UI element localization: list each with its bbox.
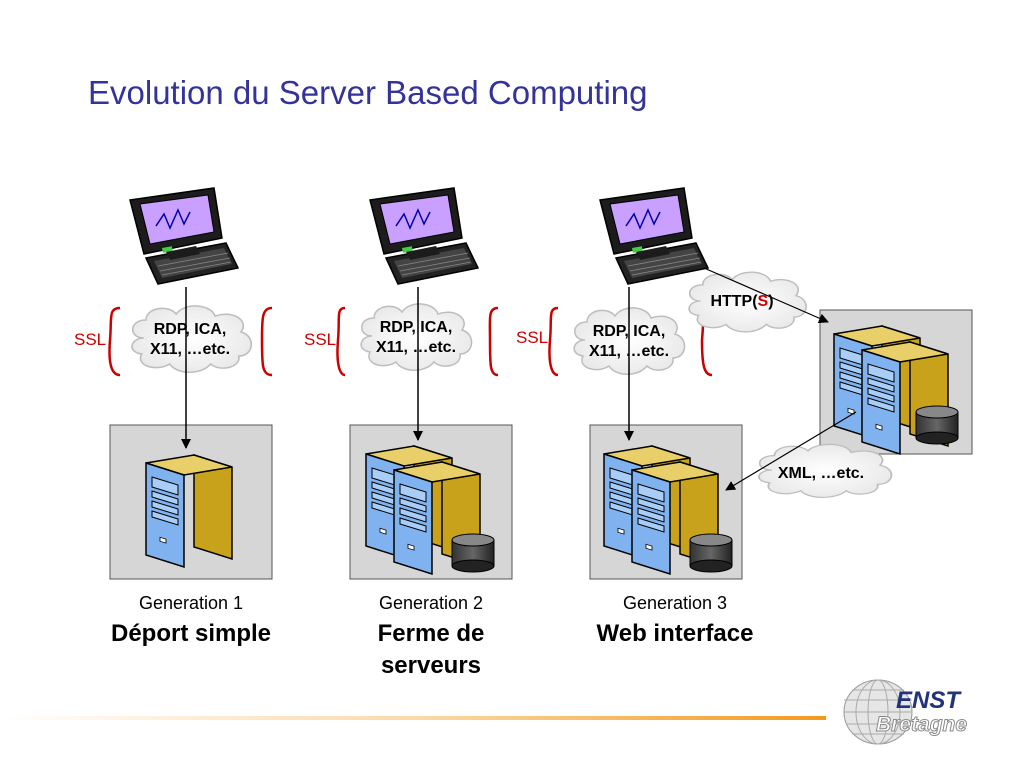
logo-bretagne: Bretagne: [875, 713, 968, 737]
gen3-name-line1: Web interface: [596, 620, 754, 647]
gen1-protocol-line2: X11, …etc.: [149, 341, 231, 358]
gen1-number-label: Generation 1: [138, 593, 244, 613]
gen3-protocol-line1: RDP, ICA,: [592, 323, 666, 340]
gen2-ssl-bracket-right: [488, 306, 499, 377]
gen3-group: [548, 187, 973, 580]
gen2-name: Ferme de serveurs: [320, 618, 542, 682]
gen1-group: [108, 187, 273, 580]
http-label: HTTP(S): [700, 292, 784, 312]
gen1-ssl-bracket-right: [260, 306, 273, 377]
web-server-disk-icon: [915, 405, 959, 445]
footer-line: [0, 716, 826, 720]
gen3-protocol-line2: X11, …etc.: [588, 343, 670, 360]
gen2-name-line2: serveurs: [380, 652, 482, 679]
gen2-disk-icon: [451, 533, 495, 573]
gen3-disk-icon: [689, 533, 733, 573]
gen1-ssl-label: SSL: [74, 330, 107, 349]
gen1-protocol-line1: RDP, ICA,: [153, 321, 227, 338]
logo-enst: ENST: [896, 687, 961, 714]
xml-arrow: [725, 411, 857, 491]
gen1-name-line1: Déport simple: [110, 620, 272, 647]
gen2-client-computer-icon: [369, 187, 479, 285]
http-arrow: [703, 267, 829, 323]
gen3-number-label: Generation 3: [622, 593, 728, 613]
gen2-protocol-line1: RDP, ICA,: [379, 319, 453, 336]
gen3-client-computer-icon: [599, 187, 709, 285]
gen2-ssl-bracket-left: [336, 306, 346, 377]
gen2-ssl-label: SSL: [304, 330, 337, 349]
gen1-ssl-bracket-left: [108, 306, 121, 377]
gen2-number-label: Generation 2: [378, 593, 484, 613]
gen2-group: [336, 187, 513, 580]
gen3-protocol-label: RDP, ICA, X11, …etc.: [573, 322, 685, 362]
http-label-suffix: ): [768, 293, 774, 310]
gen3-ssl-bracket-left: [548, 306, 559, 377]
gen2-name-line1: Ferme de: [377, 620, 485, 647]
gen3-name: Web interface: [560, 618, 790, 650]
slide-title: Evolution du Server Based Computing: [88, 74, 648, 111]
gen2-protocol-label: RDP, ICA, X11, …etc.: [360, 318, 472, 358]
gen1-name: Déport simple: [70, 618, 312, 650]
gen1-client-computer-icon: [129, 187, 239, 285]
gen3-ssl-label: SSL: [516, 328, 549, 347]
http-label-secure: S: [757, 293, 769, 310]
xml-label: XML, …etc.: [777, 465, 865, 482]
gen1-server-box: [109, 424, 273, 580]
http-label-prefix: HTTP(: [710, 293, 758, 310]
gen1-protocol-label: RDP, ICA, X11, …etc.: [134, 320, 246, 360]
gen2-protocol-line2: X11, …etc.: [375, 339, 457, 356]
enst-logo-globe-icon: [843, 679, 913, 745]
